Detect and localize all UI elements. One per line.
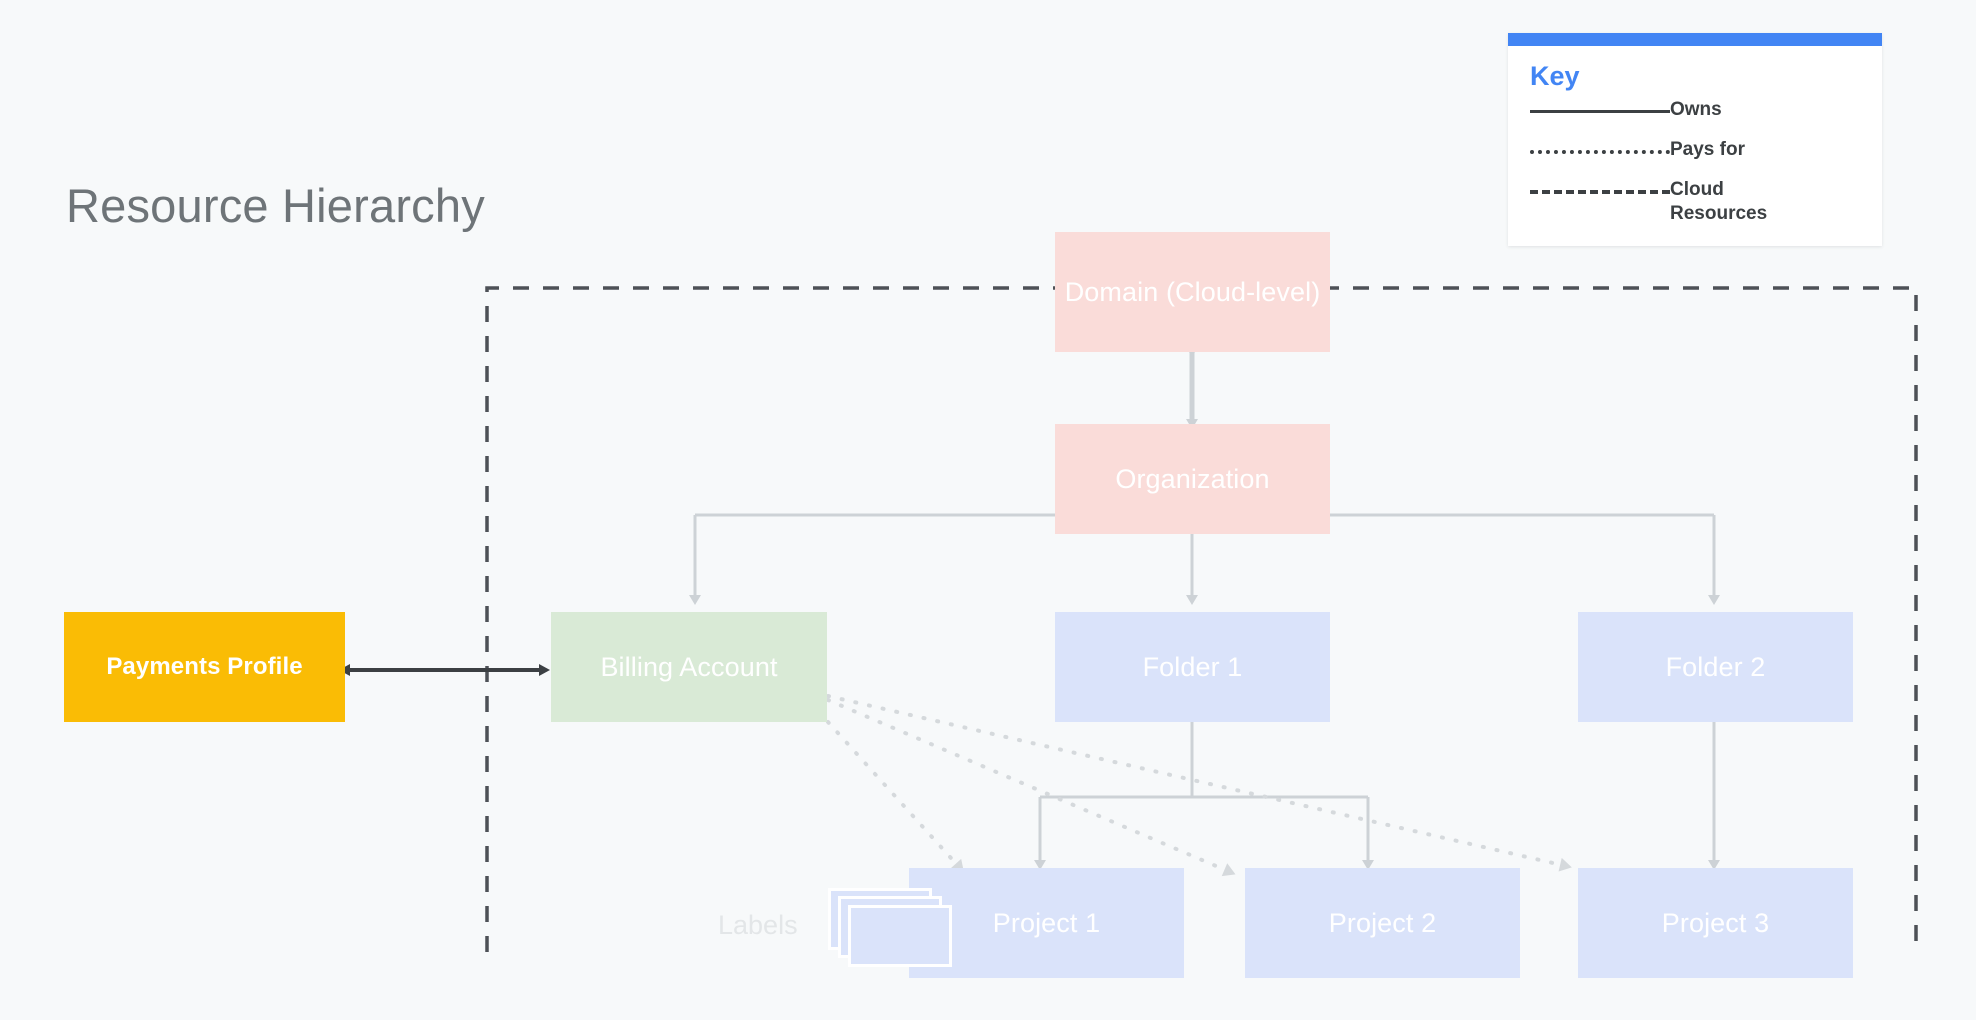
dashed-line-icon (1530, 180, 1670, 202)
key-panel: Key Owns Pays for Cloud Resources (1508, 33, 1882, 246)
key-row-pays-for: Pays for (1530, 138, 1860, 162)
page-title: Resource Hierarchy (66, 179, 485, 232)
dotted-line-icon (1530, 140, 1670, 162)
label-card-front (848, 905, 952, 967)
labels-stack-icon (828, 888, 960, 972)
node-folder-2[interactable]: Folder 2 (1578, 612, 1853, 722)
labels-annotation: Labels (718, 910, 798, 940)
node-organization[interactable]: Organization (1055, 424, 1330, 534)
node-project-1-label: Project 1 (992, 907, 1101, 938)
node-folder-2-label: Folder 2 (1665, 651, 1766, 682)
key-body: Key Owns Pays for Cloud Resources (1508, 46, 1882, 246)
node-billing-account-label: Billing Account (600, 651, 778, 682)
node-project-3[interactable]: Project 3 (1578, 868, 1853, 978)
key-title: Key (1530, 61, 1580, 91)
key-label-owns: Owns (1670, 99, 1722, 121)
node-domain-label: Domain (Cloud-level) (1064, 276, 1321, 307)
node-payments-profile-label: Payments Profile (106, 653, 303, 680)
node-billing-account[interactable]: Billing Account (551, 612, 827, 722)
edge-billing-pays-for (826, 694, 1572, 877)
key-label-pays-for: Pays for (1670, 139, 1745, 161)
key-label-cloud-resources: Cloud Resources (1670, 179, 1768, 225)
solid-line-icon (1530, 100, 1670, 122)
node-payments-profile[interactable]: Payments Profile (64, 612, 345, 722)
node-domain[interactable]: Domain (Cloud-level) (1055, 232, 1330, 352)
node-folder-1[interactable]: Folder 1 (1055, 612, 1330, 722)
node-project-3-label: Project 3 (1661, 907, 1770, 938)
node-project-2[interactable]: Project 2 (1245, 868, 1520, 978)
key-accent-bar (1508, 33, 1882, 46)
node-folder-1-label: Folder 1 (1142, 651, 1243, 682)
node-project-2-label: Project 2 (1328, 907, 1437, 938)
node-organization-label: Organization (1115, 463, 1270, 494)
edge-folder1-projects (1034, 722, 1374, 870)
node-project-1[interactable]: Project 1 (909, 868, 1184, 978)
key-row-cloud-resources: Cloud Resources (1530, 178, 1860, 226)
key-row-owns: Owns (1530, 98, 1860, 122)
